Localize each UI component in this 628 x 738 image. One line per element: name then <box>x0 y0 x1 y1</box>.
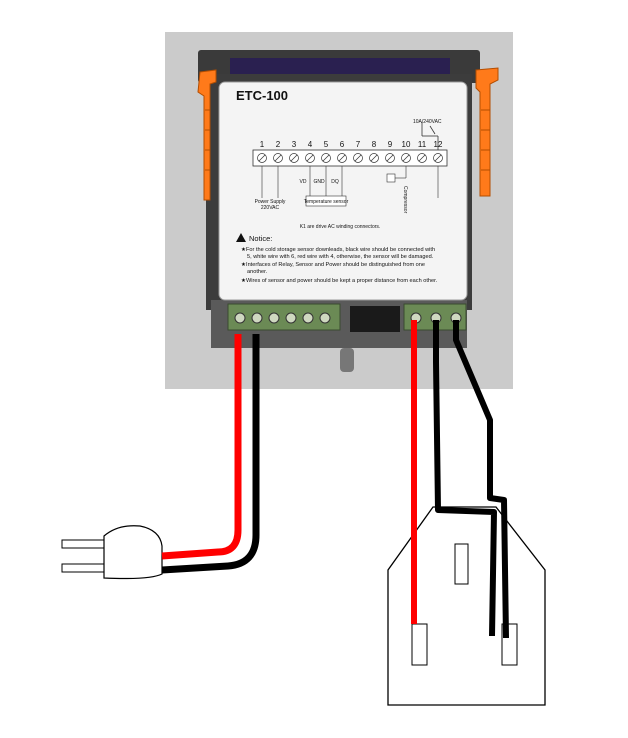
compressor-label: Compressor <box>402 186 408 214</box>
terminal-number-6: 6 <box>340 140 345 149</box>
notice-block: Notice: ★For the cold storage sensor dow… <box>236 233 438 284</box>
sensor-power-terminal-block <box>227 303 341 331</box>
terminal-number-7: 7 <box>356 140 361 149</box>
dq-label: DQ <box>331 179 339 185</box>
terminal-number-11: 11 <box>418 140 427 149</box>
terminal-number-5: 5 <box>324 140 329 149</box>
warning-icon <box>236 233 246 242</box>
terminal-number-1: 1 <box>260 140 265 149</box>
center-connector <box>350 306 400 332</box>
k1-note: K1 are drive AC winding connectors. <box>300 224 381 230</box>
terminal-number-9: 9 <box>388 140 393 149</box>
terminal-screw-slot-8 <box>370 154 378 162</box>
power-plug <box>61 525 163 580</box>
terminal-screw-slot-6 <box>338 154 346 162</box>
notice-title: Notice: <box>249 234 272 243</box>
notice-line-1: ★For the cold storage sensor downleads, … <box>241 246 435 253</box>
terminal-number-8: 8 <box>372 140 377 149</box>
gnd-label: GND <box>313 179 325 185</box>
notice-line-5: ★Wires of sensor and power should be kep… <box>241 277 438 284</box>
terminal-number-10: 10 <box>402 140 411 149</box>
label-sticker <box>218 81 468 301</box>
terminal-number-2: 2 <box>276 140 281 149</box>
power-input-wires <box>161 334 260 574</box>
compressor-output-wires <box>411 320 509 639</box>
terminal-screw-slot-2 <box>274 154 282 162</box>
terminal-screw-slot-3 <box>290 154 298 162</box>
terminal-screw-slot-9 <box>386 154 394 162</box>
terminal-screw-slot-10 <box>402 154 410 162</box>
terminal-number-4: 4 <box>308 140 313 149</box>
terminal-screw-slot-11 <box>418 154 426 162</box>
notice-line-4: another. <box>247 269 268 275</box>
terminal-screws <box>257 153 443 163</box>
vd-label: VD <box>300 179 307 185</box>
left-mounting-clip <box>197 69 217 201</box>
terminal-number-3: 3 <box>292 140 297 149</box>
terminal-screw-slot-4 <box>306 154 314 162</box>
model-title: ETC-100 <box>236 88 289 103</box>
notice-line-3: ★Interfaces of Relay, Sensor and Power s… <box>241 261 425 268</box>
temperature-sensor-label: Temperature sensor <box>304 199 349 205</box>
power-voltage-label: 220VAC <box>261 205 280 211</box>
relay-rating: 10A/240VAC <box>413 119 442 125</box>
notice-line-2: 5, white wire with 6, red wire with 4, o… <box>247 254 434 260</box>
power-supply-label: Power Supply <box>255 199 286 205</box>
terminal-screw-slot-1 <box>258 154 266 162</box>
terminal-screw-slot-12 <box>434 154 442 162</box>
terminal-screw-slot-7 <box>354 154 362 162</box>
right-mounting-clip <box>475 67 499 197</box>
terminal-screw-slot-5 <box>322 154 330 162</box>
